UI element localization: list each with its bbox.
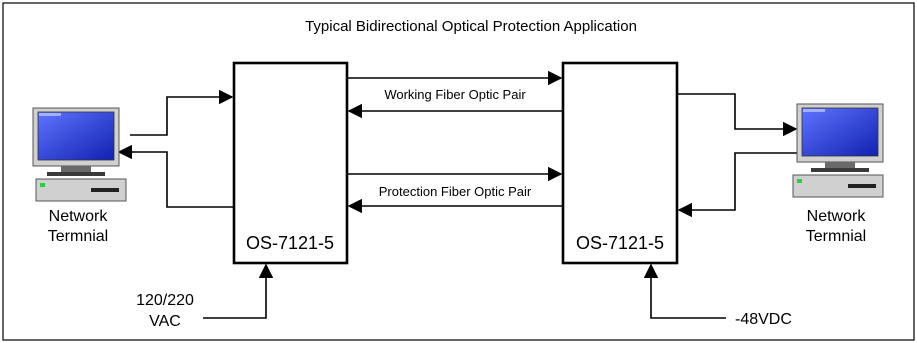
right-terminal-label-line1: Network bbox=[807, 208, 867, 225]
right-terminal-label-line2: Termnial bbox=[806, 228, 866, 245]
right-terminal-rx-wire bbox=[677, 93, 798, 137]
left-terminal-rx-wire bbox=[117, 144, 234, 208]
left-power-label-line1: 120/220 bbox=[136, 292, 194, 309]
right-power-feed-arrow bbox=[643, 263, 726, 319]
left-terminal-label-line1: Network bbox=[49, 208, 109, 225]
protection-fiber-label: Protection Fiber Optic Pair bbox=[379, 184, 532, 199]
left-device-box bbox=[232, 61, 349, 265]
left-terminal-label-line2: Termnial bbox=[48, 228, 108, 245]
left-terminal-tx-wire bbox=[130, 89, 234, 136]
working-fiber-label: Working Fiber Optic Pair bbox=[384, 87, 526, 102]
left-device-label: OS-7121-5 bbox=[246, 233, 334, 253]
right-power-label: -48VDC bbox=[735, 311, 792, 328]
left-power-feed-arrow bbox=[203, 263, 274, 319]
left-power-label-line2: VAC bbox=[149, 313, 181, 330]
computer-terminal-icon bbox=[32, 107, 127, 202]
right-terminal-tx-wire bbox=[677, 152, 808, 218]
right-device-box bbox=[561, 61, 679, 265]
right-device-label: OS-7121-5 bbox=[576, 233, 664, 253]
computer-terminal-icon bbox=[792, 103, 884, 198]
diagram-title: Typical Bidirectional Optical Protection… bbox=[305, 18, 637, 35]
